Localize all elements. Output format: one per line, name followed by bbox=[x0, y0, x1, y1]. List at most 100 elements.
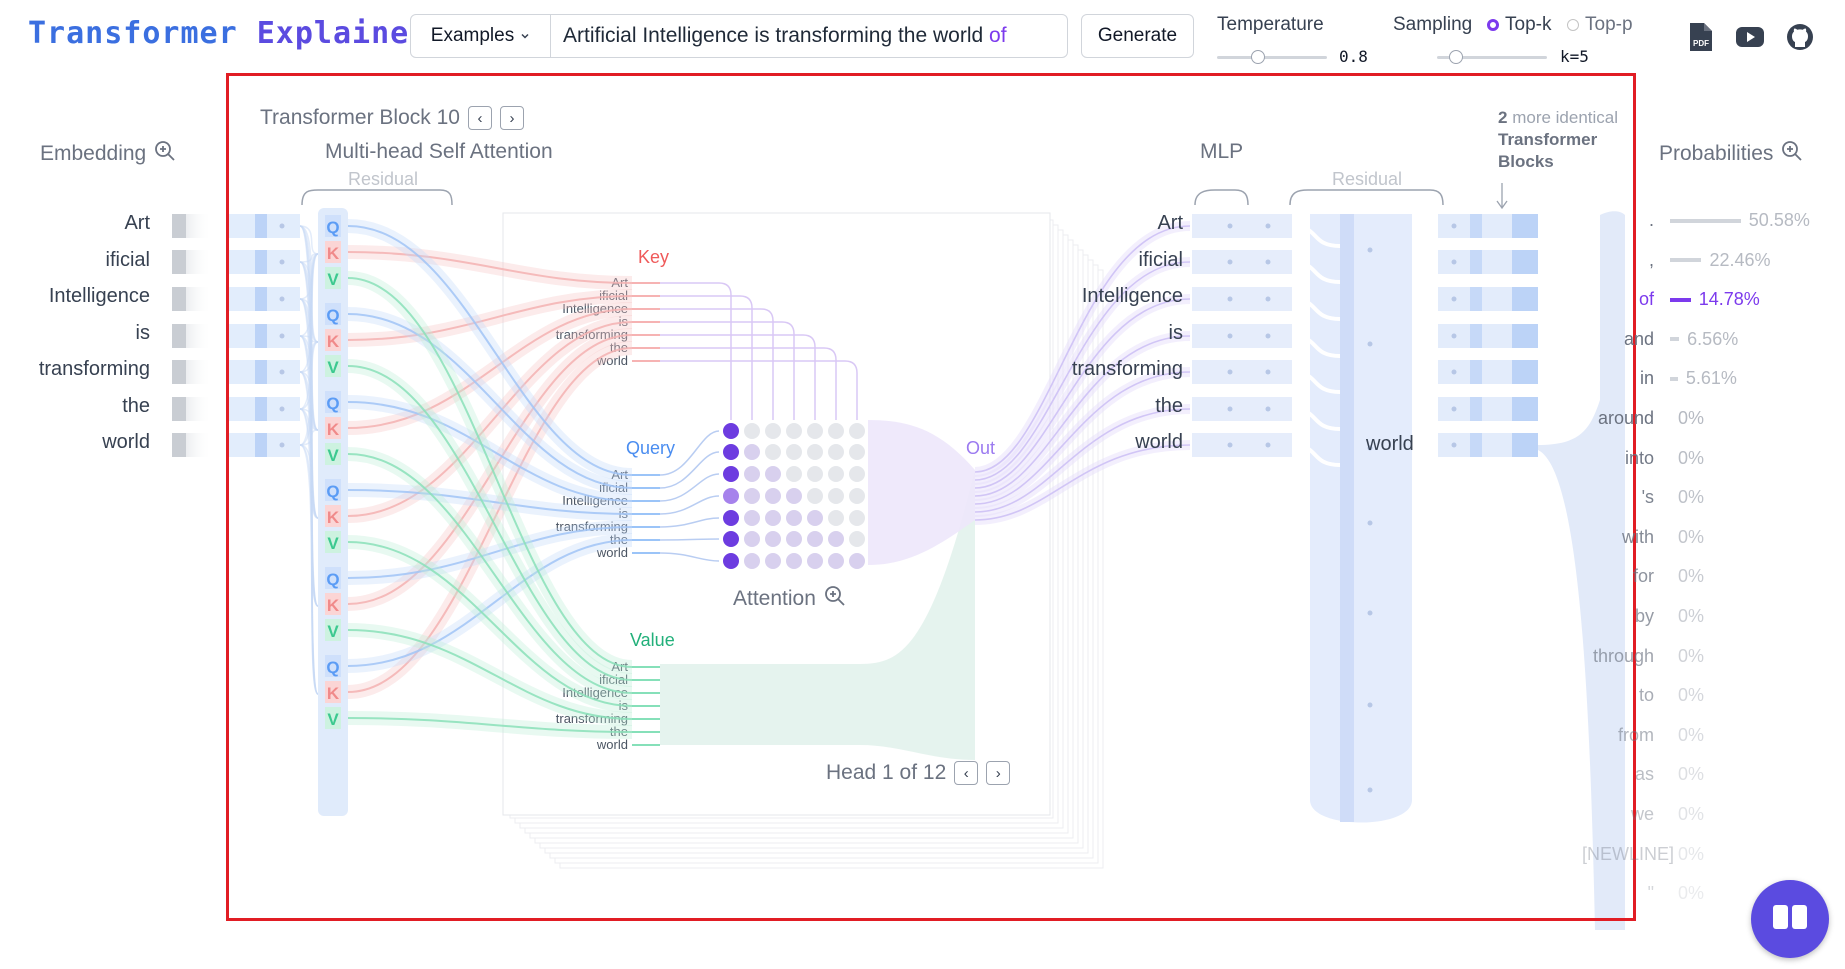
embedding-header[interactable]: Embedding bbox=[40, 140, 176, 168]
attention-matrix-header[interactable]: Attention bbox=[733, 585, 846, 612]
attention-cell[interactable] bbox=[807, 444, 823, 460]
embedding-token[interactable]: Intelligence bbox=[48, 285, 150, 307]
next-block-button[interactable]: › bbox=[499, 106, 524, 130]
mlp-vector[interactable] bbox=[1192, 360, 1292, 384]
embedding-token[interactable]: Art bbox=[124, 212, 150, 234]
attention-cell[interactable] bbox=[786, 531, 802, 547]
mlp-vector[interactable] bbox=[1192, 250, 1292, 274]
attention-cell[interactable] bbox=[723, 444, 739, 460]
embedding-token[interactable]: transforming bbox=[38, 358, 150, 380]
attention-cell[interactable] bbox=[807, 531, 823, 547]
mlp-vector[interactable] bbox=[1192, 433, 1292, 457]
attention-cell[interactable] bbox=[807, 510, 823, 526]
attention-cell[interactable] bbox=[723, 510, 739, 526]
temperature-slider[interactable] bbox=[1217, 50, 1327, 64]
mlp-vector[interactable] bbox=[1192, 214, 1292, 238]
attention-cell[interactable] bbox=[828, 488, 844, 504]
attention-cell[interactable] bbox=[744, 466, 760, 482]
probability-row[interactable]: [NEWLINE]0% bbox=[1582, 844, 1704, 865]
mlp-token[interactable]: transforming bbox=[1071, 358, 1183, 380]
topp-radio-dot[interactable] bbox=[1567, 19, 1579, 31]
attention-cell[interactable] bbox=[849, 531, 865, 547]
attention-cell[interactable] bbox=[765, 510, 781, 526]
attention-cell[interactable] bbox=[807, 466, 823, 482]
attention-cell[interactable] bbox=[723, 488, 739, 504]
prev-head-button[interactable]: ‹ bbox=[954, 761, 979, 785]
zoom-in-icon[interactable] bbox=[1781, 140, 1803, 168]
mlp-vector[interactable] bbox=[1192, 324, 1292, 348]
guide-button[interactable] bbox=[1751, 880, 1829, 958]
mlp-output-token[interactable]: world bbox=[1366, 433, 1414, 455]
attention-cell[interactable] bbox=[828, 553, 844, 569]
attention-cell[interactable] bbox=[849, 444, 865, 460]
embedding-token[interactable]: the bbox=[122, 395, 150, 417]
attention-cell[interactable] bbox=[786, 510, 802, 526]
mlp-token[interactable]: the bbox=[1155, 395, 1183, 417]
probabilities-header[interactable]: Probabilities bbox=[1659, 140, 1803, 168]
probability-row[interactable]: .50.58% bbox=[1582, 210, 1810, 231]
next-head-button[interactable]: › bbox=[986, 761, 1011, 785]
attention-cell[interactable] bbox=[723, 466, 739, 482]
mlp-vector[interactable] bbox=[1192, 397, 1292, 421]
attention-cell[interactable] bbox=[849, 553, 865, 569]
topp-radio[interactable]: Top-p bbox=[1567, 14, 1633, 36]
topk-radio[interactable]: Top-k bbox=[1487, 14, 1551, 36]
attention-cell[interactable] bbox=[765, 553, 781, 569]
probability-row[interactable]: ,22.46% bbox=[1582, 250, 1771, 271]
attention-cell[interactable] bbox=[744, 488, 760, 504]
attention-cell[interactable] bbox=[723, 531, 739, 547]
attention-cell[interactable] bbox=[723, 423, 739, 439]
generate-button[interactable]: Generate bbox=[1081, 14, 1194, 58]
attention-cell[interactable] bbox=[723, 553, 739, 569]
app-logo[interactable]: Transformer Explainer bbox=[28, 16, 428, 51]
mlp-token[interactable]: Intelligence bbox=[1081, 285, 1183, 307]
k-slider[interactable] bbox=[1437, 50, 1547, 64]
github-icon[interactable] bbox=[1784, 21, 1816, 53]
attention-cell[interactable] bbox=[786, 444, 802, 460]
attention-cell[interactable] bbox=[828, 531, 844, 547]
attention-cell[interactable] bbox=[849, 510, 865, 526]
mlp-token[interactable]: Art bbox=[1157, 212, 1183, 234]
prev-block-button[interactable]: ‹ bbox=[467, 106, 492, 130]
embedding-token[interactable]: ificial bbox=[105, 249, 150, 271]
embedding-token[interactable]: world bbox=[102, 431, 150, 453]
attention-cell[interactable] bbox=[786, 423, 802, 439]
mlp-vector[interactable] bbox=[1192, 287, 1292, 311]
attention-cell[interactable] bbox=[828, 466, 844, 482]
pdf-icon[interactable]: PDF bbox=[1684, 21, 1716, 53]
attention-cell[interactable] bbox=[828, 423, 844, 439]
topk-radio-dot[interactable] bbox=[1487, 19, 1499, 31]
mlp-token[interactable]: world bbox=[1135, 431, 1183, 453]
mlp-token[interactable]: is bbox=[1168, 322, 1183, 344]
attention-cell[interactable] bbox=[765, 466, 781, 482]
k-slider-thumb[interactable] bbox=[1448, 50, 1463, 64]
probability-row[interactable]: "0% bbox=[1582, 883, 1704, 904]
temperature-slider-thumb[interactable] bbox=[1250, 50, 1265, 64]
attention-cell[interactable] bbox=[765, 423, 781, 439]
attention-cell[interactable] bbox=[807, 423, 823, 439]
zoom-in-icon[interactable] bbox=[824, 585, 846, 612]
examples-dropdown[interactable]: Examples bbox=[411, 15, 551, 57]
attention-cell[interactable] bbox=[849, 423, 865, 439]
attention-cell[interactable] bbox=[744, 510, 760, 526]
mlp-token[interactable]: ificial bbox=[1138, 249, 1183, 271]
attention-cell[interactable] bbox=[786, 466, 802, 482]
attention-cell[interactable] bbox=[828, 510, 844, 526]
attention-cell[interactable] bbox=[849, 466, 865, 482]
attention-cell[interactable] bbox=[786, 488, 802, 504]
attention-cell[interactable] bbox=[807, 488, 823, 504]
attention-cell[interactable] bbox=[744, 444, 760, 460]
attention-cell[interactable] bbox=[828, 444, 844, 460]
attention-cell[interactable] bbox=[744, 531, 760, 547]
zoom-in-icon[interactable] bbox=[154, 140, 176, 168]
